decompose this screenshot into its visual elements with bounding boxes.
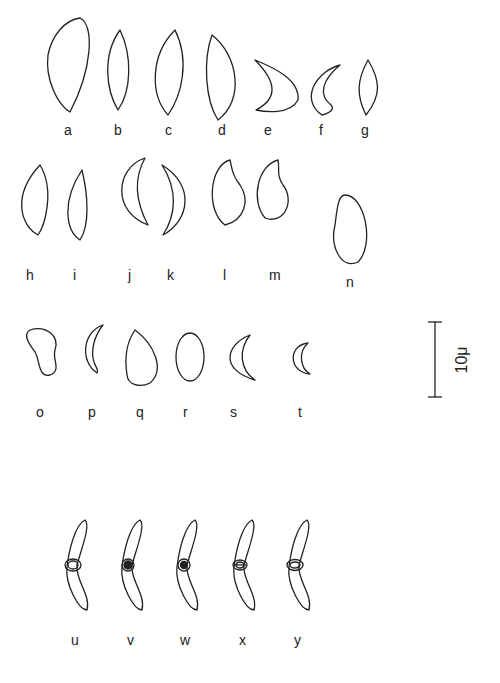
figure-letter: d bbox=[218, 123, 226, 137]
figure-letter: l bbox=[223, 268, 226, 282]
nucleated-cell bbox=[177, 520, 198, 610]
figure-letter: g bbox=[361, 123, 369, 137]
cell-outline bbox=[255, 60, 298, 112]
cell-outline bbox=[206, 35, 235, 120]
nucleated-cell bbox=[122, 520, 143, 610]
cell-outline bbox=[22, 165, 48, 235]
cell-outline bbox=[27, 329, 56, 376]
cell-outline bbox=[48, 18, 90, 112]
figure-letter: x bbox=[239, 633, 246, 647]
cell-outline bbox=[359, 60, 377, 115]
figure-letter: e bbox=[264, 123, 272, 137]
figure-letter: u bbox=[71, 633, 79, 647]
figure-letter: f bbox=[319, 123, 323, 137]
scale-bar bbox=[428, 322, 442, 397]
figure-letter: r bbox=[183, 405, 188, 419]
figure-letter: m bbox=[269, 268, 281, 282]
cell-outline bbox=[212, 160, 245, 225]
nucleated-cell bbox=[287, 520, 310, 610]
figure-letter: a bbox=[64, 123, 72, 137]
cell-outline bbox=[126, 330, 157, 385]
figure-letter: o bbox=[36, 405, 44, 419]
cell-outline bbox=[257, 160, 288, 219]
cell-outline bbox=[108, 30, 129, 110]
cell-outline bbox=[334, 195, 367, 264]
cell-outline bbox=[230, 335, 255, 380]
figure-letter: h bbox=[26, 268, 34, 282]
figure-letter: y bbox=[294, 633, 301, 647]
figure-letter: w bbox=[180, 633, 190, 647]
figure-letter: n bbox=[346, 275, 354, 289]
figure-letter: t bbox=[298, 405, 302, 419]
figure-letter: b bbox=[114, 123, 122, 137]
cell-outline bbox=[293, 343, 310, 374]
cell-outline bbox=[122, 158, 148, 225]
figure-letter: k bbox=[167, 268, 174, 282]
figure-letter: i bbox=[73, 268, 76, 282]
scale-label: 10μ bbox=[454, 346, 470, 373]
cell-outline bbox=[155, 30, 183, 115]
cell-outline bbox=[311, 65, 340, 115]
figure-letter: j bbox=[128, 268, 131, 282]
cell-outline bbox=[86, 325, 103, 373]
figure-letter: v bbox=[127, 633, 134, 647]
figure-letter: q bbox=[136, 405, 144, 419]
nucleated-cell bbox=[233, 520, 255, 610]
nucleated-cell bbox=[65, 520, 88, 610]
cell-outline bbox=[162, 165, 185, 235]
figure-letter: c bbox=[165, 123, 172, 137]
cell-outline bbox=[176, 333, 204, 381]
figure-letter: s bbox=[230, 405, 237, 419]
cell-outline bbox=[68, 170, 87, 240]
figure-letter: p bbox=[88, 405, 96, 419]
